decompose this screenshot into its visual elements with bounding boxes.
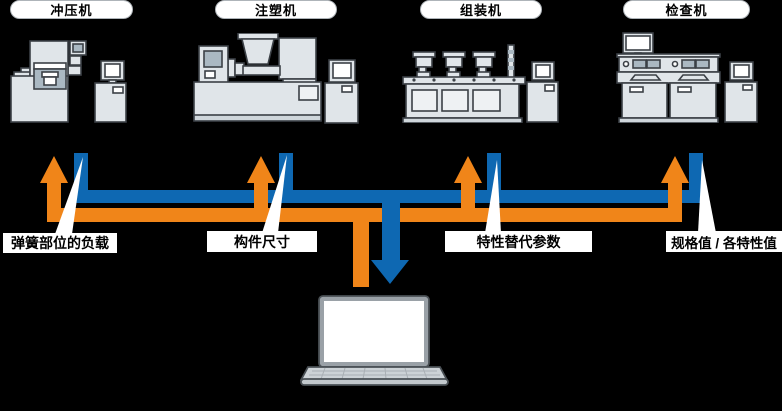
station-pill-injection-label: 注塑机 [254,3,297,18]
orange-up-arrow-assembly [454,156,482,222]
laptop-icon [300,295,449,386]
orange-stem-from-hub [353,222,369,287]
orange-up-arrow-inspection [661,156,689,222]
callout-label-assembly-text: 特性替代参数 [476,233,561,250]
blue-stub-inspection [689,153,703,203]
callout-label-injection-text: 构件尺寸 [234,233,290,250]
blue-down-arrow-to-hub [371,203,409,284]
station-pill-inspection-label: 检查机 [665,3,708,18]
callout-wedges [55,155,716,234]
press-machine-icon [10,40,127,123]
orange-up-arrow-injection [247,156,275,222]
callout-label-inspection: 规格值 / 各特性值 [666,231,782,252]
orange-bus-line [47,208,682,222]
injection-molding-machine-icon [193,33,359,124]
callout-wedge-press [55,157,83,234]
station-pill-injection: 注塑机 [215,0,337,19]
station-pill-assembly: 组装机 [420,0,542,19]
orange-up-arrow-press [40,156,68,222]
callout-label-injection: 构件尺寸 [207,231,317,252]
assembly-machine-icon [402,44,559,123]
callout-wedge-assembly [485,160,501,233]
callout-wedge-inspection [698,160,716,233]
station-pill-press-label: 冲压机 [50,3,93,18]
station-pill-inspection: 检查机 [623,0,750,19]
inspection-machine-icon [616,32,758,123]
callout-label-press-text: 弹簧部位的负载 [11,235,109,251]
callout-label-inspection-text: 规格值 / 各特性值 [671,235,777,251]
callout-label-assembly: 特性替代参数 [445,231,592,252]
blue-bus-line [74,190,703,203]
station-pill-assembly-label: 组装机 [459,3,502,18]
callout-wedge-injection [262,155,287,233]
station-pill-press: 冲压机 [10,0,133,19]
callout-label-press: 弹簧部位的负载 [3,233,117,253]
